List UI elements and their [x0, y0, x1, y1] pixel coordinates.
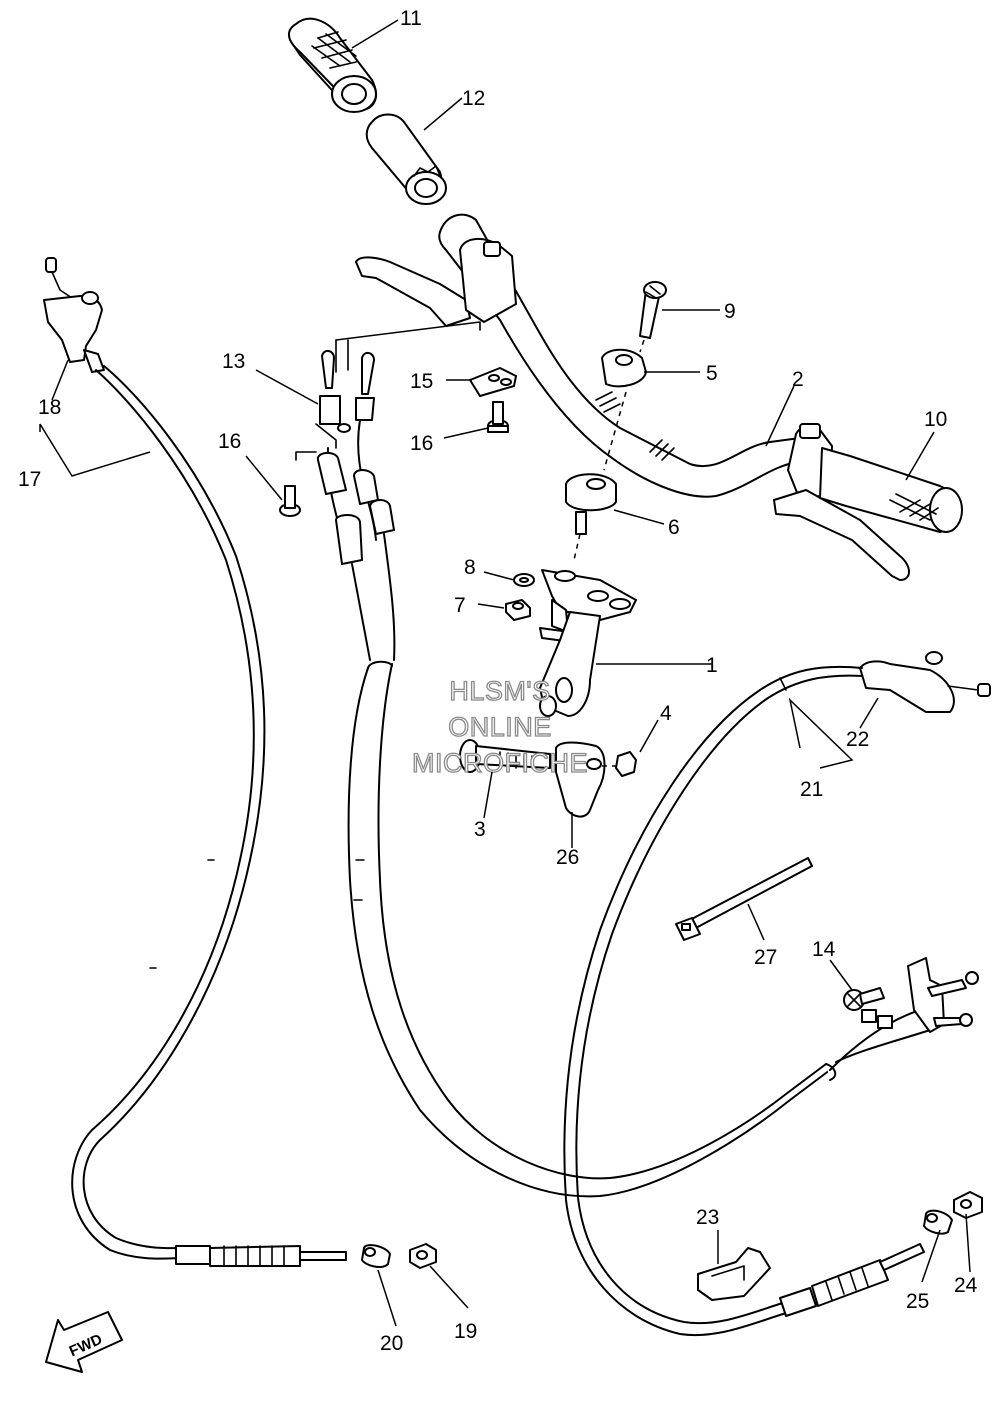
right-grip-part [819, 447, 963, 533]
throttle-sleeve-part [365, 113, 447, 205]
callout-11: 11 [400, 7, 422, 30]
callout-3: 3 [474, 818, 486, 841]
watermark: HLSM'S ONLINE MICROFICHE [411, 675, 588, 778]
callout-5: 5 [706, 362, 718, 385]
nut-24-part [953, 1191, 983, 1219]
callout-14: 14 [812, 938, 836, 961]
lower-throttle-ends-part [829, 957, 979, 1071]
nut-4-part [615, 751, 637, 777]
left-cable-adjuster [175, 1245, 347, 1267]
callout-1: 1 [706, 654, 718, 677]
callout-8: 8 [464, 556, 476, 579]
right-cable [563, 665, 863, 1337]
left-grip-part [288, 17, 377, 113]
callout-2: 2 [792, 368, 804, 391]
callout-16-left: 16 [218, 430, 241, 453]
callout-24: 24 [954, 1274, 978, 1297]
left-lever-assembly [355, 238, 517, 327]
callout-13: 13 [222, 350, 245, 373]
right-cable-adjuster [779, 1243, 925, 1317]
callout-12: 12 [462, 87, 485, 110]
callout-17: 17 [18, 468, 41, 491]
nut-part [505, 599, 531, 621]
callout-10: 10 [924, 408, 947, 431]
callout-25: 25 [906, 1290, 929, 1313]
callout-6: 6 [668, 516, 680, 539]
left-cable-upper-end [43, 257, 105, 373]
throttle-cables [316, 419, 396, 661]
forward-direction-arrow: FWD [45, 1311, 123, 1373]
callout-27: 27 [754, 946, 777, 969]
leader-lines [39, 19, 971, 1327]
callout-22: 22 [846, 728, 869, 751]
callout-26: 26 [556, 846, 579, 869]
bolt-9-part [639, 281, 667, 339]
watermark-line-1: HLSM'S [449, 676, 550, 706]
right-cable-upper-end [859, 651, 991, 713]
callout-labels: 11 12 9 5 2 10 6 1 8 7 4 3 26 13 15 16 1… [18, 7, 978, 1355]
collar-20-part [361, 1244, 391, 1268]
screw-16-right-part [487, 401, 509, 433]
left-cable [71, 365, 266, 1260]
callout-15: 15 [410, 370, 433, 393]
callout-23: 23 [696, 1206, 719, 1229]
bracket-part [539, 569, 637, 717]
clip-23-part [697, 1247, 771, 1301]
watermark-line-2: ONLINE [448, 712, 552, 742]
callout-16-right: 16 [410, 432, 433, 455]
cable-tie-part [675, 857, 813, 941]
nut-19-part [409, 1243, 437, 1269]
callout-21: 21 [800, 778, 823, 801]
callout-19: 19 [454, 1320, 477, 1343]
lower-holder-part [565, 473, 617, 535]
callout-20: 20 [380, 1332, 403, 1355]
plate-part [555, 741, 606, 818]
throttle-cable-ends-part [295, 321, 481, 461]
collar-25-part [923, 1209, 953, 1235]
upper-holder-part [601, 348, 647, 388]
washer-part [513, 573, 535, 587]
callout-4: 4 [660, 702, 672, 725]
callout-9: 9 [724, 300, 736, 323]
assembly-axis-line [573, 339, 645, 561]
screw-14-part [843, 987, 885, 1011]
combined-cable-sheath [347, 660, 837, 1198]
bolt-3-part [459, 739, 551, 773]
bolt-axis-line [549, 761, 616, 767]
watermark-line-3: MICROFICHE [412, 748, 588, 778]
screw-16-left-part [279, 485, 301, 517]
callout-7: 7 [454, 594, 466, 617]
callout-18: 18 [38, 396, 61, 419]
cable-guide-part [469, 367, 517, 397]
